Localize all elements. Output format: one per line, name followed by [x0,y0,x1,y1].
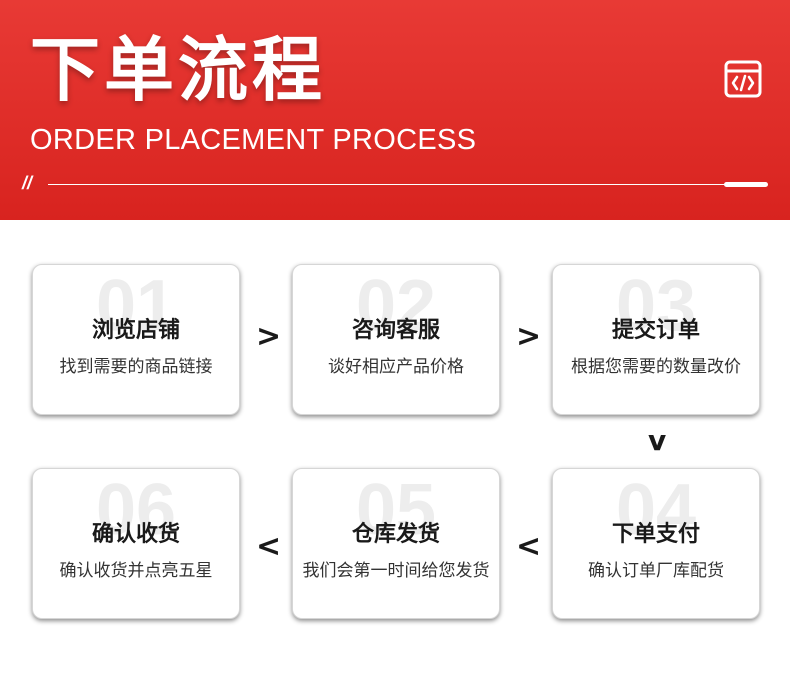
step-card-06: 06 确认收货 确认收货并点亮五星 [32,468,240,619]
step-number: 03 [615,266,697,346]
step-description: 我们会第一时间给您发货 [302,561,490,581]
step-title: 咨询客服 [351,318,440,343]
slash-mark: // [22,173,33,193]
page-title: 下单流程 [30,29,326,111]
header-banner: 下单流程 ORDER PLACEMENT PROCESS // [0,0,790,220]
step-card-03: 03 提交订单 根据您需要的数量改价 [552,264,760,415]
step-description: 确认收货并点亮五星 [59,561,213,581]
header-divider-accent [724,182,768,187]
step-number: 04 [615,470,697,550]
step-title: 浏览店铺 [91,318,180,343]
step-title: 确认收货 [91,522,180,547]
code-window-icon [724,60,762,98]
step-number: 06 [95,470,177,550]
step-card-02: 02 咨询客服 谈好相应产品价格 [292,264,500,415]
arrow-down-icon: v [648,424,667,457]
step-card-01: 01 浏览店铺 找到需要的商品链接 [32,264,240,415]
step-number: 05 [355,470,437,550]
step-number: 01 [95,266,177,346]
arrow-right-icon: > [516,319,542,354]
arrow-left-icon: < [256,529,282,564]
arrow-left-icon: < [516,529,542,564]
step-title: 仓库发货 [351,522,440,547]
step-card-04: 04 下单支付 确认订单厂库配货 [552,468,760,619]
step-description: 谈好相应产品价格 [328,357,464,377]
step-number: 02 [355,266,437,346]
arrow-right-icon: > [256,319,282,354]
step-title: 下单支付 [611,522,700,547]
step-description: 根据您需要的数量改价 [571,357,741,377]
header-divider-line [48,184,728,185]
step-description: 确认订单厂库配货 [588,561,724,581]
step-title: 提交订单 [611,318,700,343]
step-card-05: 05 仓库发货 我们会第一时间给您发货 [292,468,500,619]
step-description: 找到需要的商品链接 [59,357,213,377]
page-subtitle: ORDER PLACEMENT PROCESS [30,124,477,156]
